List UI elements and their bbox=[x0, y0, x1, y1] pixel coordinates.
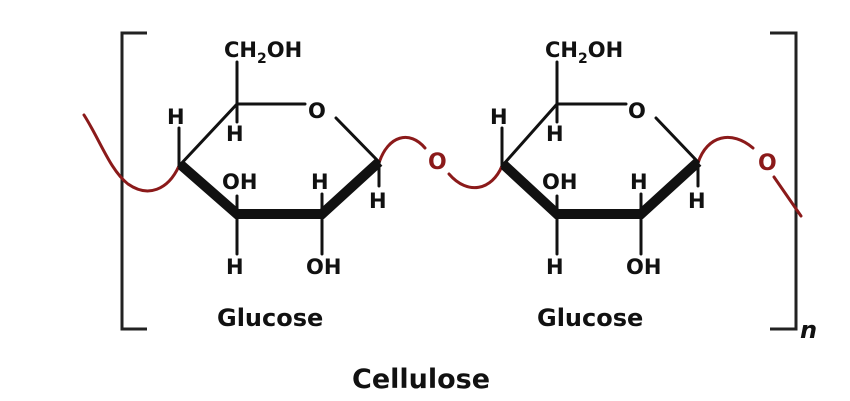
ch2oh-label-1: CH2OH bbox=[224, 38, 302, 67]
ring-oxygen-1: O bbox=[308, 99, 326, 123]
glucose-unit-1: CH2OH O H H OH H H H OH Glucose bbox=[167, 38, 387, 332]
linkage-mid-lower bbox=[447, 164, 504, 190]
h-c1-2: H bbox=[688, 189, 706, 213]
h-c1-1: H bbox=[369, 189, 387, 213]
right-bracket bbox=[770, 31, 798, 331]
linkage-left bbox=[82, 113, 181, 193]
glycosidic-oxygen-1: O bbox=[428, 150, 447, 175]
h-bottom-2: H bbox=[546, 255, 564, 279]
oh-bottom-2: OH bbox=[626, 255, 661, 279]
h-c5-1: H bbox=[226, 122, 244, 146]
ring-bond-front-2 bbox=[500, 158, 702, 219]
glucose-unit-2: CH2OH O H H OH H H H OH Glucose bbox=[490, 38, 706, 332]
h-c4-2: H bbox=[490, 105, 508, 129]
oh-c3-1: OH bbox=[222, 170, 257, 194]
ch2oh-label-2: CH2OH bbox=[545, 38, 623, 67]
glucose-label-2: Glucose bbox=[537, 304, 643, 332]
left-bracket bbox=[120, 31, 147, 331]
h-c5-2: H bbox=[546, 122, 564, 146]
oh-bottom-1: OH bbox=[306, 255, 341, 279]
ring-bond-front-1 bbox=[177, 158, 383, 219]
linkage-right-upper bbox=[696, 135, 755, 165]
ring-oxygen-2: O bbox=[628, 99, 646, 123]
glycosidic-oxygen-2: O bbox=[758, 151, 777, 176]
ring-bond-top-2 bbox=[500, 102, 628, 168]
glucose-label-1: Glucose bbox=[217, 304, 323, 332]
h-c2-1: H bbox=[311, 170, 329, 194]
linkage-mid-upper bbox=[377, 136, 427, 165]
linkage-right-lower bbox=[772, 175, 803, 218]
h-c2-2: H bbox=[630, 170, 648, 194]
diagram-title: Cellulose bbox=[352, 364, 490, 395]
h-c4-1: H bbox=[167, 105, 185, 129]
ring-bond-o-c1-2 bbox=[654, 116, 700, 164]
ring-bond-o-c1-1 bbox=[334, 116, 381, 164]
oh-c3-2: OH bbox=[542, 170, 577, 194]
repeat-count-label: n bbox=[800, 316, 817, 344]
h-bottom-1: H bbox=[226, 255, 244, 279]
